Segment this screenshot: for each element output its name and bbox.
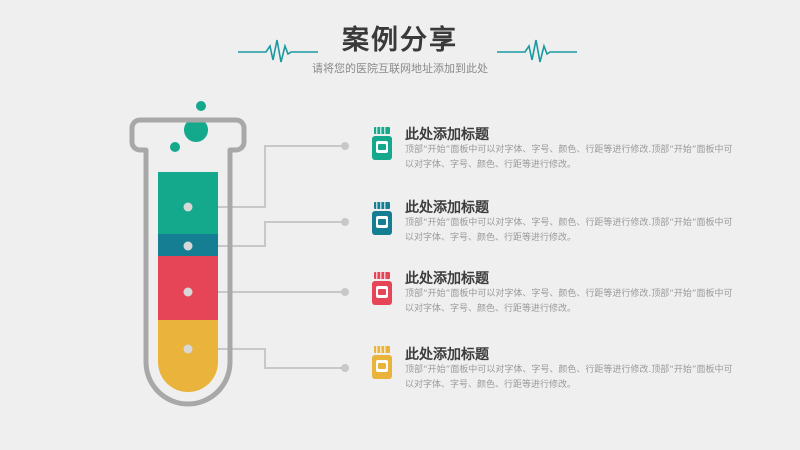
heartbeat-right-icon <box>497 39 577 63</box>
band-yellow <box>158 320 218 392</box>
connector-line-4 <box>188 348 345 369</box>
band-dot-3 <box>183 287 193 297</box>
connector-end-dot-3 <box>341 288 349 296</box>
item-title-4: 此处添加标题 <box>405 347 489 363</box>
bubble-tiny <box>170 142 180 152</box>
liquid-bands <box>158 172 218 392</box>
band-dot-1 <box>183 202 193 212</box>
heartbeat-left-icon <box>238 39 318 63</box>
medicine-bottle-icon <box>372 127 392 160</box>
test-tube-outline <box>129 117 247 407</box>
connector-line-2 <box>188 221 345 247</box>
item-title-1: 此处添加标题 <box>405 127 489 143</box>
item-desc-2: 顶部“开始”面板中可以对字体、字号、颜色、行距等进行修改.顶部“开始”面板中可以… <box>405 218 733 243</box>
medicine-bottle-icon <box>372 272 392 305</box>
medicine-bottle-icon <box>372 202 392 235</box>
bubble-small <box>196 101 206 111</box>
page-title: 案例分享 <box>342 25 458 56</box>
item-desc-1: 顶部“开始”面板中可以对字体、字号、颜色、行距等进行修改.顶部“开始”面板中可以… <box>405 145 733 170</box>
connector-end-dot-2 <box>341 218 349 226</box>
band-dot-2 <box>183 241 193 251</box>
item-desc-4: 顶部“开始”面板中可以对字体、字号、颜色、行距等进行修改.顶部“开始”面板中可以… <box>405 365 733 390</box>
band-dot-4 <box>183 344 193 354</box>
bubble-large <box>184 118 208 142</box>
connector-end-dot-1 <box>341 142 349 150</box>
item-desc-3: 顶部“开始”面板中可以对字体、字号、颜色、行距等进行修改.顶部“开始”面板中可以… <box>405 289 733 314</box>
medicine-bottle-icon <box>372 346 392 379</box>
connector-end-dot-4 <box>341 364 349 372</box>
page-subtitle: 请将您的医院互联网地址添加到此处 <box>312 62 488 75</box>
connector-line-1 <box>188 145 345 208</box>
item-title-2: 此处添加标题 <box>405 200 489 216</box>
item-title-3: 此处添加标题 <box>405 271 489 287</box>
